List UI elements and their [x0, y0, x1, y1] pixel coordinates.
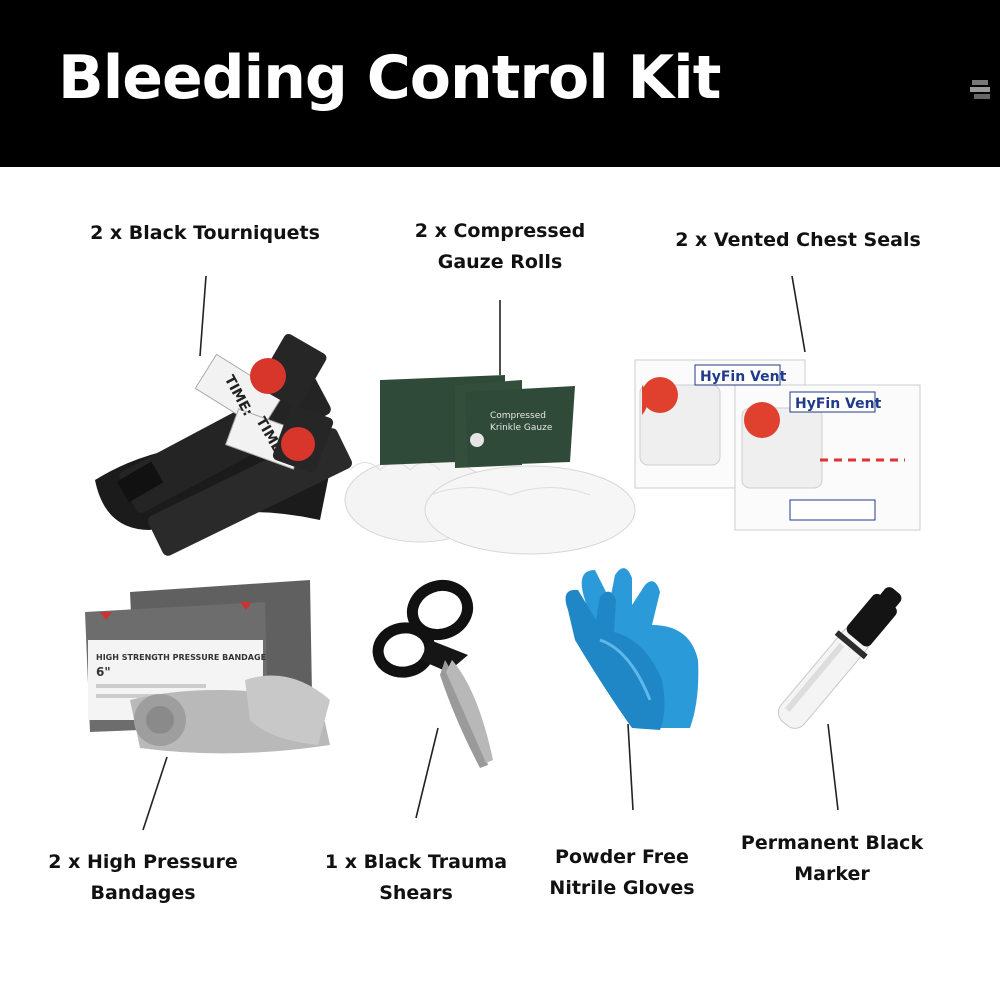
- label-line: 2 x Black Tourniquets: [90, 222, 320, 244]
- header-banner: Bleeding Control Kit: [0, 0, 1000, 167]
- label-marker: Permanent Black Marker: [722, 828, 942, 890]
- chest-seal-icon: HyFin Vent HyFin Vent: [634, 359, 921, 531]
- svg-text:HyFin Vent: HyFin Vent: [795, 396, 882, 412]
- label-bandages: 2 x High Pressure Bandages: [28, 847, 258, 909]
- label-tourniquets: 2 x Black Tourniquets: [60, 218, 350, 249]
- svg-text:HyFin Vent: HyFin Vent: [700, 369, 787, 385]
- svg-text:Krinkle Gauze: Krinkle Gauze: [490, 423, 553, 433]
- label-line: Gauze Rolls: [437, 251, 563, 273]
- gauze-roll-icon: Compressed Krinkle Gauze: [344, 375, 636, 555]
- nitrile-gloves-icon: [565, 568, 699, 730]
- svg-text:6": 6": [96, 665, 111, 679]
- page-title: Bleeding Control Kit: [58, 43, 721, 113]
- label-line: Permanent Black: [740, 832, 924, 854]
- label-line: 2 x High Pressure: [48, 851, 238, 873]
- label-chest-seals: 2 x Vented Chest Seals: [658, 225, 938, 256]
- leader-line-tourniquets: [199, 275, 207, 357]
- label-line: Marker: [794, 863, 870, 885]
- label-line: 2 x Compressed: [414, 220, 586, 242]
- svg-text:HIGH STRENGTH PRESSURE BANDAGE: HIGH STRENGTH PRESSURE BANDAGE: [96, 653, 266, 662]
- corner-mark-icon: [970, 80, 990, 99]
- label-line: Shears: [379, 882, 453, 904]
- leader-line-chest-seals: [791, 275, 806, 353]
- label-line: 1 x Black Trauma: [324, 851, 508, 873]
- label-line: 2 x Vented Chest Seals: [675, 229, 921, 251]
- leader-line-bandages: [142, 756, 168, 831]
- label-gauze: 2 x Compressed Gauze Rolls: [385, 216, 615, 278]
- label-gloves: Powder Free Nitrile Gloves: [532, 842, 712, 904]
- label-shears: 1 x Black Trauma Shears: [306, 847, 526, 909]
- marker-icon: [777, 587, 902, 729]
- svg-text:Compressed: Compressed: [490, 411, 546, 421]
- trauma-shears-icon: [372, 579, 493, 768]
- label-line: Bandages: [90, 882, 196, 904]
- leader-line-marker: [827, 723, 839, 811]
- leader-line-shears: [415, 727, 439, 819]
- label-line: Powder Free: [555, 846, 689, 868]
- tourniquet-icon: TIME: TIME:: [95, 333, 352, 556]
- leader-line-gloves: [627, 723, 634, 811]
- label-line: Nitrile Gloves: [549, 877, 695, 899]
- pressure-bandage-icon: HIGH STRENGTH PRESSURE BANDAGE 6": [85, 580, 330, 754]
